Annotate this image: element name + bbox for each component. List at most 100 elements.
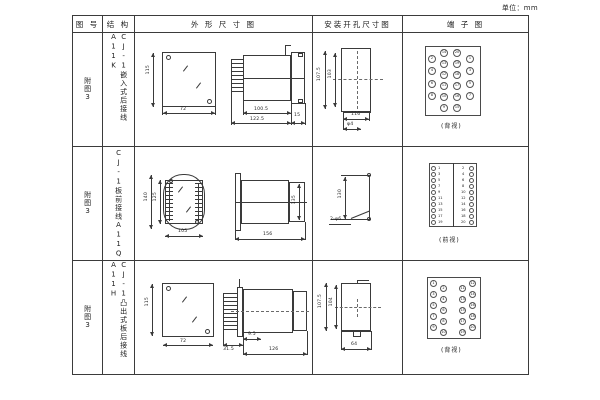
terminal-circle[interactable]: 11 [440, 82, 448, 90]
dim-cut-width: 64 [351, 342, 358, 347]
terminal-circle[interactable]: 9 [440, 104, 448, 112]
dim-arrow-l-31 [223, 343, 227, 347]
cell-outline-drawing: 115 72 [134, 32, 313, 147]
terminal-circle[interactable]: 8 [440, 318, 447, 325]
dim-cut-width: 116 [351, 112, 361, 117]
dim-line-outer-h [325, 51, 326, 109]
terminal-circle[interactable] [431, 190, 436, 195]
terminal-circle[interactable]: 12 [469, 280, 476, 287]
terminal-circle[interactable]: 3 [466, 67, 474, 75]
terminal-circle[interactable]: 20 [469, 324, 476, 331]
terminal-circle[interactable]: 16 [453, 93, 461, 101]
mount-hole-br [205, 329, 210, 334]
cell-terminal-diagram: 1 3 5 7 9 2 4 6 8 10 11 13 15 17 [402, 260, 529, 375]
ext-line-64a [341, 331, 342, 350]
terminal-circle[interactable] [469, 184, 474, 189]
terminal-number: 2 [462, 166, 465, 170]
terminal-circle[interactable]: 19 [453, 60, 461, 68]
dim-line-72 [163, 345, 213, 346]
terminal-circle[interactable]: 4 [440, 296, 447, 303]
terminal-circle[interactable]: 13 [440, 60, 448, 68]
cutout-notch-v [357, 280, 358, 284]
mount-top-edge [341, 175, 371, 176]
terminal-view-label: (背视) [441, 347, 462, 354]
dim-arrow-r-w [365, 117, 369, 121]
terminal-circle[interactable] [431, 208, 436, 213]
header-terminal: 端 子 图 [402, 15, 529, 33]
dim-front-height: 115 [146, 65, 151, 75]
terminal-circle[interactable] [431, 214, 436, 219]
terminal-circle[interactable] [431, 172, 436, 177]
terminal-circle[interactable] [469, 220, 474, 225]
terminal-circle[interactable]: 15 [453, 104, 461, 112]
terminal-circle[interactable]: 17 [459, 318, 466, 325]
terminal-circle[interactable]: 6 [440, 307, 447, 314]
terminal-circle[interactable] [469, 202, 474, 207]
terminal-number: 12 [461, 196, 466, 200]
dim-arrow-up-140 [149, 175, 153, 179]
terminal-circle[interactable]: 18 [469, 313, 476, 320]
terminal-circle[interactable] [431, 202, 436, 207]
front-plate-outline [165, 180, 203, 224]
center-line-h-3 [335, 307, 381, 308]
terminal-circle[interactable]: 1 [466, 55, 474, 63]
terminal-circle[interactable] [431, 184, 436, 189]
terminal-circle[interactable]: 4 [428, 67, 436, 75]
terminal-circle[interactable] [431, 220, 436, 225]
terminal-circle[interactable]: 10 [440, 329, 447, 336]
terminal-number: 6 [462, 178, 465, 182]
dim-arrow-up-135 [297, 184, 301, 188]
cell-outline-drawing: 140 125 105 [134, 146, 313, 261]
dim-arrow-down-130 [343, 215, 347, 219]
terminal-circle[interactable]: 3 [430, 291, 437, 298]
terminal-circle[interactable]: 5 [466, 80, 474, 88]
terminal-circle[interactable]: 10 [440, 93, 448, 101]
terminal-circle[interactable]: 12 [440, 71, 448, 79]
side-center-line [243, 78, 305, 79]
terminal-circle[interactable] [469, 196, 474, 201]
dim-line-135 [299, 184, 300, 220]
terminal-circle[interactable] [431, 196, 436, 201]
terminal-circle[interactable]: 5 [430, 302, 437, 309]
ext-3c [307, 331, 308, 355]
terminal-circle[interactable]: 8 [428, 92, 436, 100]
dim-side-height: 135 [292, 195, 297, 205]
dim-line-width [163, 113, 215, 114]
terminal-circle[interactable] [431, 178, 436, 183]
ext-line-d [305, 103, 306, 125]
terminal-circle[interactable] [469, 166, 474, 171]
terminal-circle[interactable]: 20 [453, 49, 461, 57]
terminal-circle[interactable]: 9 [430, 324, 437, 331]
dim-line-inner-h [335, 53, 336, 107]
terminal-circle[interactable] [431, 166, 436, 171]
terminal-circle[interactable]: 2 [428, 55, 436, 63]
terminal-circle[interactable]: 18 [453, 71, 461, 79]
terminal-circle[interactable]: 7 [466, 92, 474, 100]
cut-ext-2 [369, 112, 370, 121]
terminal-circle[interactable] [469, 178, 474, 183]
terminal-circle[interactable] [469, 214, 474, 219]
terminal-circle[interactable]: 19 [459, 329, 466, 336]
terminal-circle[interactable]: 14 [440, 49, 448, 57]
terminal-circle[interactable] [469, 208, 474, 213]
terminal-circle[interactable]: 6 [428, 80, 436, 88]
ext-line-b [243, 101, 244, 115]
terminal-circle[interactable]: 14 [469, 291, 476, 298]
terminal-number: 16 [461, 208, 466, 212]
terminal-circle[interactable]: 15 [459, 307, 466, 314]
ext-line-right [215, 107, 216, 115]
dim-arrow-right [211, 111, 215, 115]
terminal-circle[interactable]: 1 [430, 280, 437, 287]
terminal-circle[interactable]: 13 [459, 296, 466, 303]
terminal-number: 19 [438, 220, 443, 224]
terminal-circle[interactable]: 7 [430, 313, 437, 320]
terminal-circle[interactable]: 2 [440, 285, 447, 292]
dim-line-outer-140 [151, 175, 152, 229]
terminal-circle[interactable] [469, 172, 474, 177]
terminal-number: 3 [438, 172, 441, 176]
terminal-circle[interactable]: 11 [459, 285, 466, 292]
terminal-circle[interactable]: 17 [453, 82, 461, 90]
terminal-circle[interactable] [469, 190, 474, 195]
terminal-circle[interactable]: 16 [469, 302, 476, 309]
dim-step: 31.5 [223, 347, 235, 352]
